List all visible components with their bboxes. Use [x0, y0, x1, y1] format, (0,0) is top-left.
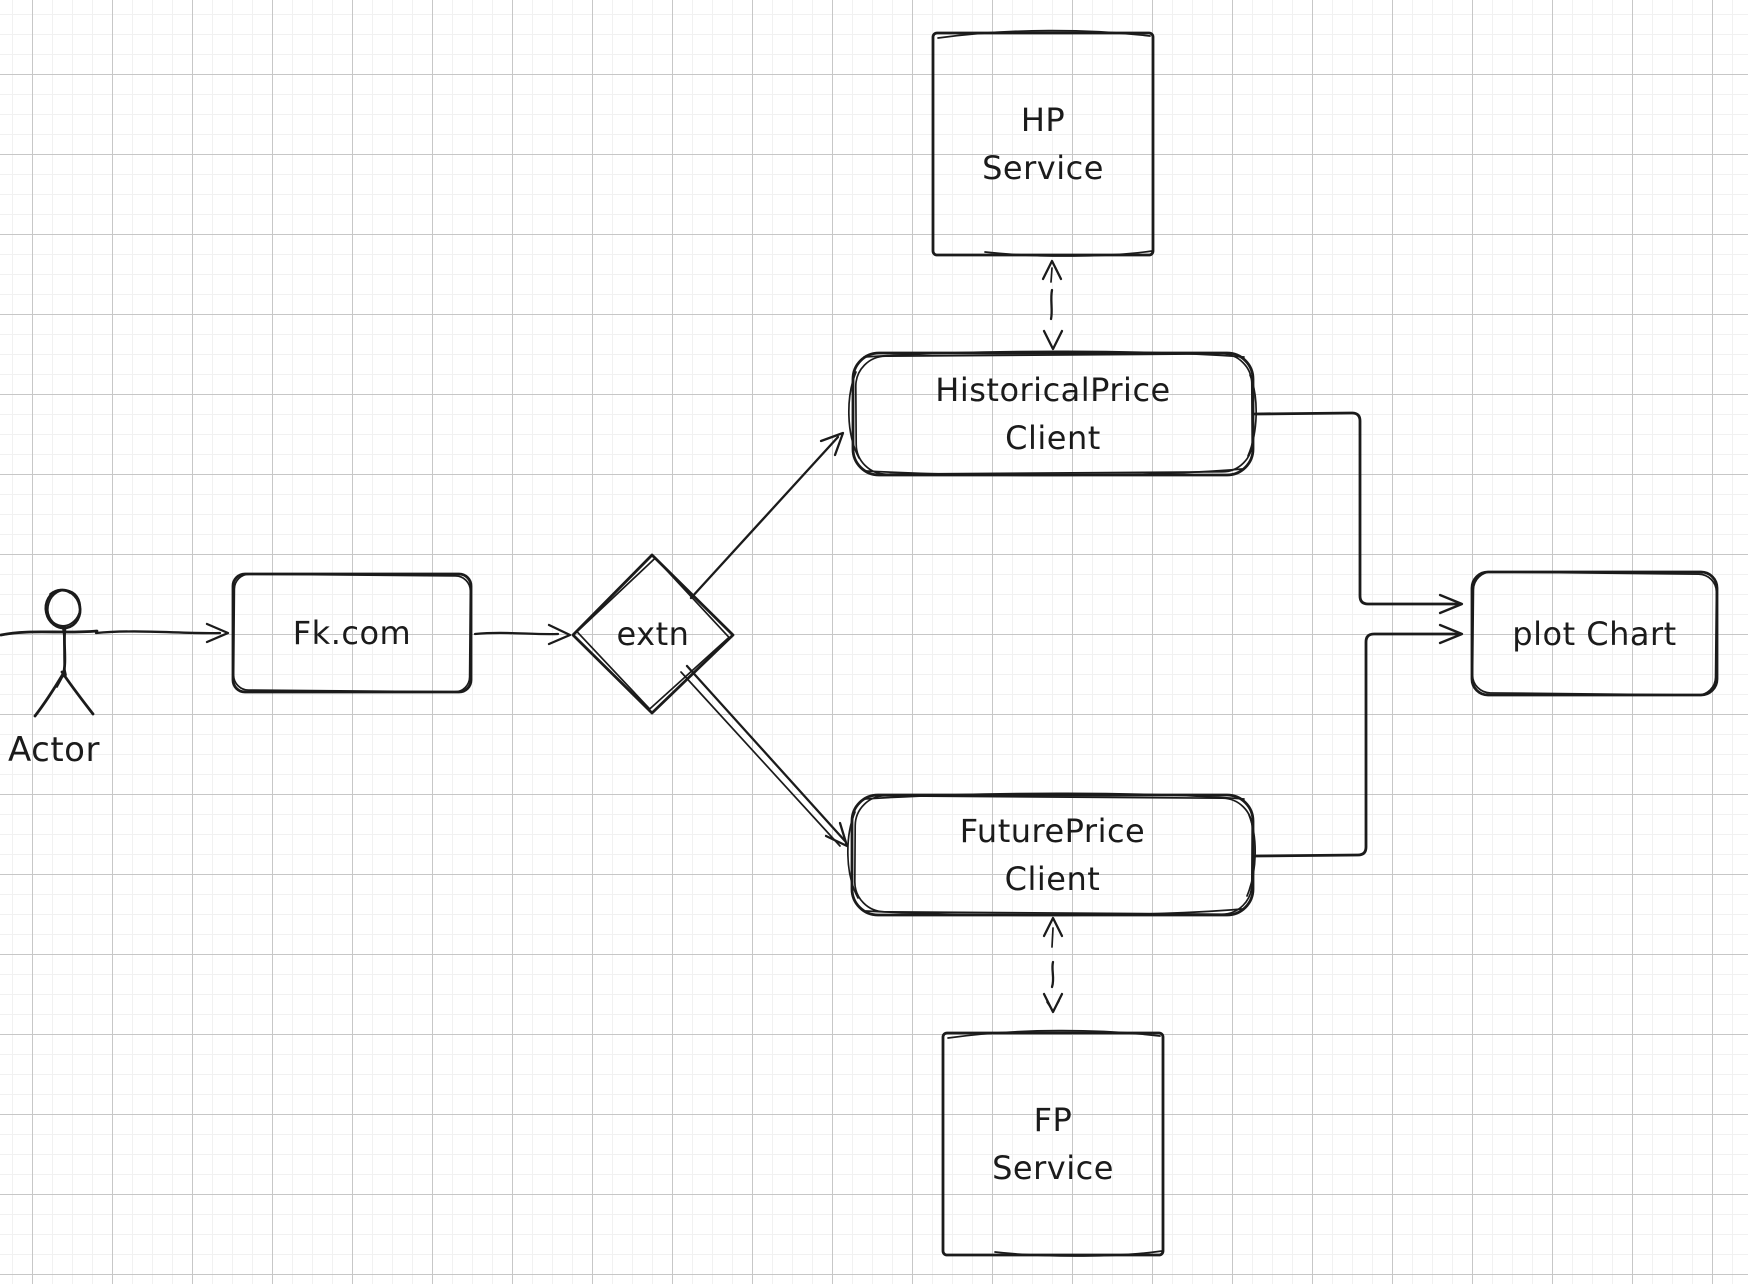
fkcom-node[interactable]: [231, 572, 473, 694]
arrow-historical-to-plot[interactable]: [1253, 411, 1464, 615]
arrow-extn-to-historical[interactable]: [689, 431, 845, 600]
actor-label: Actor: [8, 730, 100, 770]
arrow-extn-to-future[interactable]: [680, 664, 849, 848]
actor-figure[interactable]: [0, 586, 99, 718]
historical-client-node[interactable]: [848, 350, 1257, 477]
arrow-hp-historical-dashed[interactable]: [1041, 259, 1064, 351]
arrow-fp-future-dashed[interactable]: [1042, 916, 1064, 1014]
fp-service-node[interactable]: [941, 1029, 1165, 1257]
future-client-node[interactable]: [847, 792, 1256, 917]
arrow-future-to-plot[interactable]: [1253, 623, 1464, 858]
extn-node[interactable]: [571, 553, 735, 715]
hp-service-node[interactable]: [931, 29, 1155, 257]
plot-chart-node[interactable]: [1470, 570, 1719, 697]
arrow-fkcom-to-extn[interactable]: [473, 623, 572, 646]
arrow-actor-to-fkcom[interactable]: [94, 622, 230, 644]
